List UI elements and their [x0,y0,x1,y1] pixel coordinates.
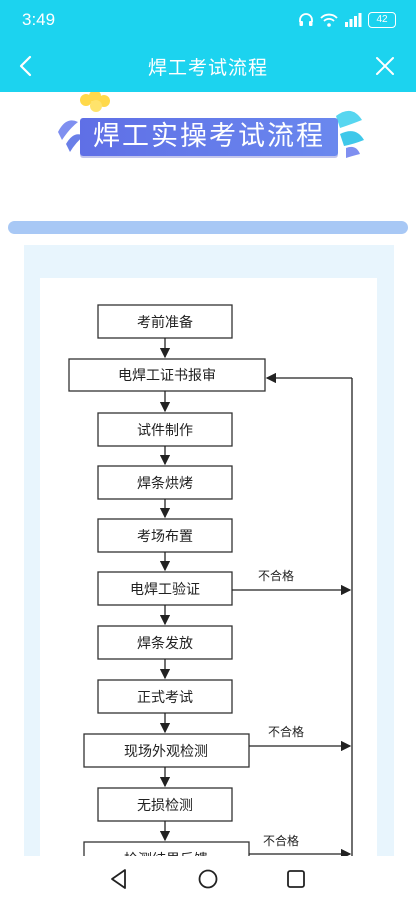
system-nav-bar [0,856,416,900]
flow-step-label: 焊条烘烤 [137,475,193,492]
flow-step: 试件制作 [97,412,233,447]
signal-icon [345,13,362,27]
fail-label: 不合格 [258,568,294,583]
banner-title: 焊工实操考试流程 [80,118,338,156]
flow-step-label: 试件制作 [137,423,193,439]
flow-step: 电焊工验证 [97,571,233,606]
headphones-icon [299,13,313,26]
flow-step: 电焊工证书报审 [68,358,266,392]
divider-bar [8,221,408,234]
nav-bar: 焊工考试流程 [0,40,416,92]
right-leaf-decoration [336,110,364,158]
status-time: 3:49 [22,10,56,29]
wifi-icon [320,13,338,27]
flowchart-image: 考前准备 电焊工证书报审 试件制作 焊条烘烤 考场布置 电焊工验证 焊条发放 [40,278,377,860]
flow-step: 考前准备 [97,304,233,339]
chevron-left-icon[interactable] [14,53,40,79]
flow-step-label: 考场布置 [137,529,193,545]
flow-step: 现场外观检测 [83,733,250,768]
flow-step: 无损检测 [97,787,233,822]
home-icon[interactable] [195,866,221,892]
fail-label: 不合格 [268,724,304,739]
status-bar: 3:49 42 [0,0,416,40]
flow-step-label: 无损检测 [137,798,193,814]
status-icons: 42 [298,10,396,30]
flow-step-label: 正式考试 [137,690,193,706]
close-icon[interactable] [374,55,396,77]
flow-step: 焊条烘烤 [97,465,233,500]
flow-step-label: 现场外观检测 [124,744,208,760]
flow-step-label: 电焊工证书报审 [118,368,216,384]
banner-decoration [58,92,364,158]
flow-step-label: 考前准备 [137,314,193,331]
page-title: 焊工考试流程 [147,57,268,79]
recents-icon[interactable] [283,866,309,892]
flow-step: 考场布置 [97,518,233,553]
battery-indicator: 42 [368,12,396,28]
flow-step: 正式考试 [97,679,233,714]
flowchart-diagram: 考前准备 电焊工证书报审 试件制作 焊条烘烤 考场布置 电焊工验证 焊条发放 [68,304,353,860]
fail-branches [232,372,353,860]
flow-step-label: 电焊工验证 [130,582,200,598]
flow-step-label: 焊条发放 [137,635,193,652]
left-flower-decoration [58,92,110,152]
flow-step: 焊条发放 [97,625,233,660]
back-triangle-icon[interactable] [106,866,132,892]
fail-label: 不合格 [263,833,299,848]
